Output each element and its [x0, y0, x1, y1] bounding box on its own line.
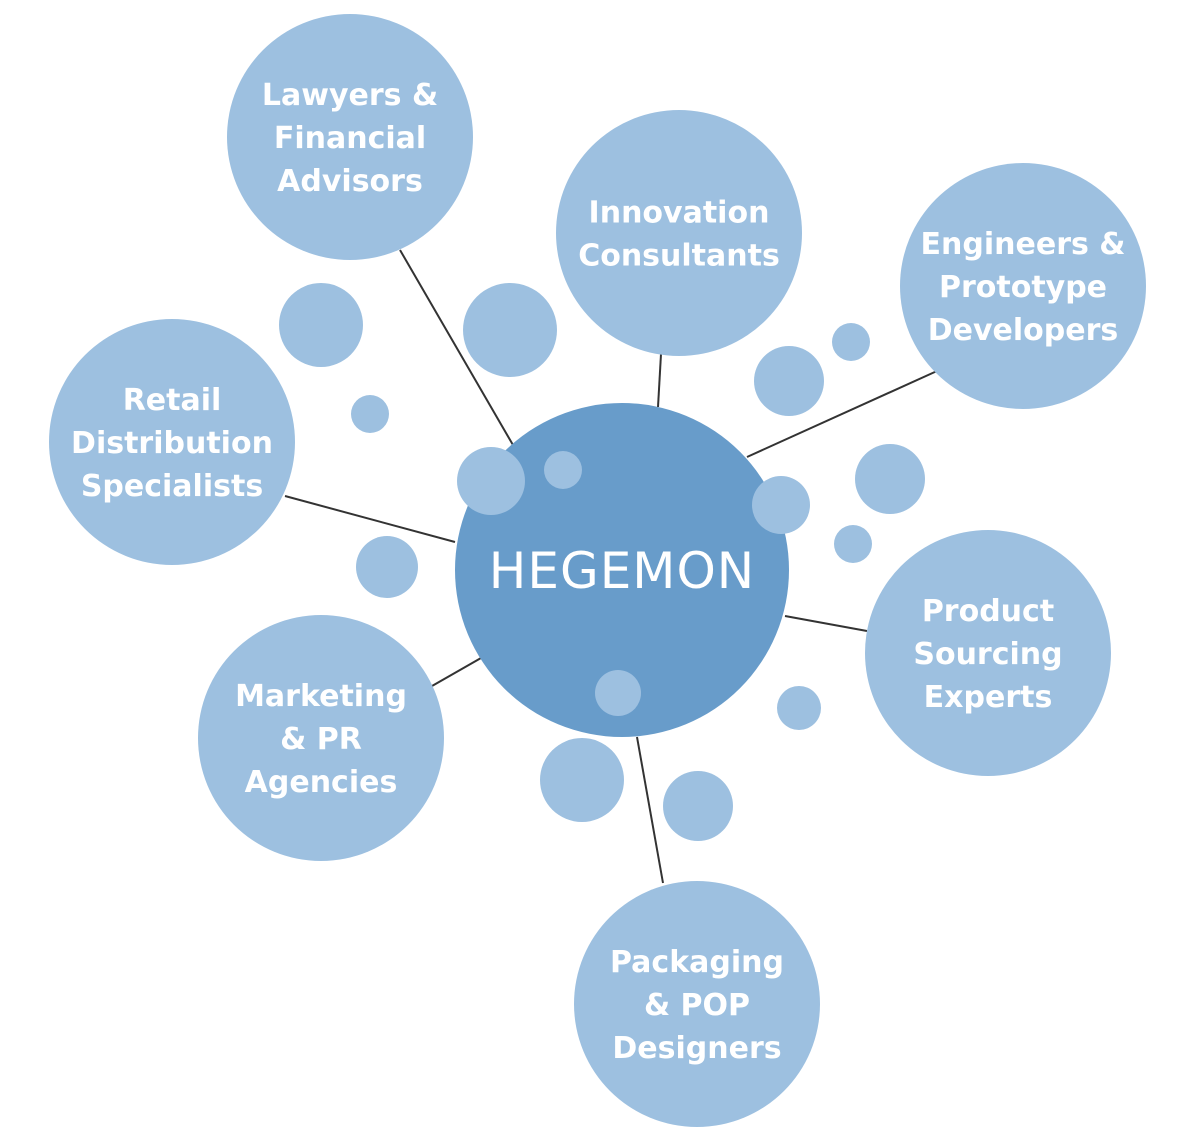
bubble	[463, 283, 557, 377]
node-label-line: Packaging	[610, 945, 784, 980]
node-label-line: & POP	[644, 988, 750, 1023]
bubble	[754, 346, 824, 416]
node-label-line: Retail	[123, 383, 222, 418]
connector-lines	[284, 249, 938, 884]
node-label-line: Advisors	[277, 164, 423, 199]
node-circle	[198, 615, 444, 861]
node-label-line: Experts	[924, 680, 1053, 715]
node-circle	[900, 163, 1146, 409]
node-label-line: Prototype	[939, 270, 1107, 305]
bubble	[544, 451, 582, 489]
node-marketing: Marketing & PR Agencies	[198, 615, 444, 861]
bubble	[855, 444, 925, 514]
node-label-line: Engineers &	[921, 227, 1126, 262]
bubble	[752, 476, 810, 534]
connector-product-sourcing	[784, 615, 868, 632]
bubble	[279, 283, 363, 367]
node-label-line: Consultants	[578, 239, 780, 274]
bubble	[457, 447, 525, 515]
node-label-line: Innovation	[589, 196, 770, 231]
connector-packaging	[636, 736, 664, 884]
center-label: HEGEMON	[489, 542, 755, 600]
node-label-line: & PR	[280, 722, 362, 757]
bubble	[356, 536, 418, 598]
node-label-line: Product	[922, 594, 1054, 629]
node-label-line: Lawyers &	[262, 78, 438, 113]
overlay-bubbles	[457, 447, 810, 716]
node-packaging: Packaging & POP Designers	[574, 881, 820, 1127]
satellite-nodes: Lawyers &FinancialAdvisorsInnovationCons…	[49, 14, 1146, 1127]
bubble	[832, 323, 870, 361]
node-label-line: Agencies	[245, 765, 398, 800]
node-label-line: Developers	[928, 313, 1119, 348]
bubble	[834, 525, 872, 563]
bubble	[540, 738, 624, 822]
node-label-line: Financial	[274, 121, 426, 156]
bubble	[663, 771, 733, 841]
connector-engineers	[746, 370, 938, 458]
connector-lawyers	[399, 249, 514, 446]
decorative-bubbles	[279, 283, 925, 841]
node-label-line: Designers	[612, 1031, 781, 1066]
connector-innovation	[657, 353, 662, 408]
connector-marketing	[431, 657, 482, 687]
node-circle	[227, 14, 473, 260]
node-label-line: Specialists	[81, 469, 263, 504]
bubble	[595, 670, 641, 716]
node-circle	[556, 110, 802, 356]
center-hub: HEGEMON	[455, 403, 789, 737]
connector-retail	[284, 495, 456, 543]
center-circle	[455, 403, 789, 737]
node-circle	[865, 530, 1111, 776]
node-circle	[574, 881, 820, 1127]
node-circle	[49, 319, 295, 565]
bubble	[351, 395, 389, 433]
bubble	[777, 686, 821, 730]
node-label-line: Distribution	[71, 426, 273, 461]
node-label-line: Marketing	[235, 679, 407, 714]
node-label-line: Sourcing	[913, 637, 1062, 672]
